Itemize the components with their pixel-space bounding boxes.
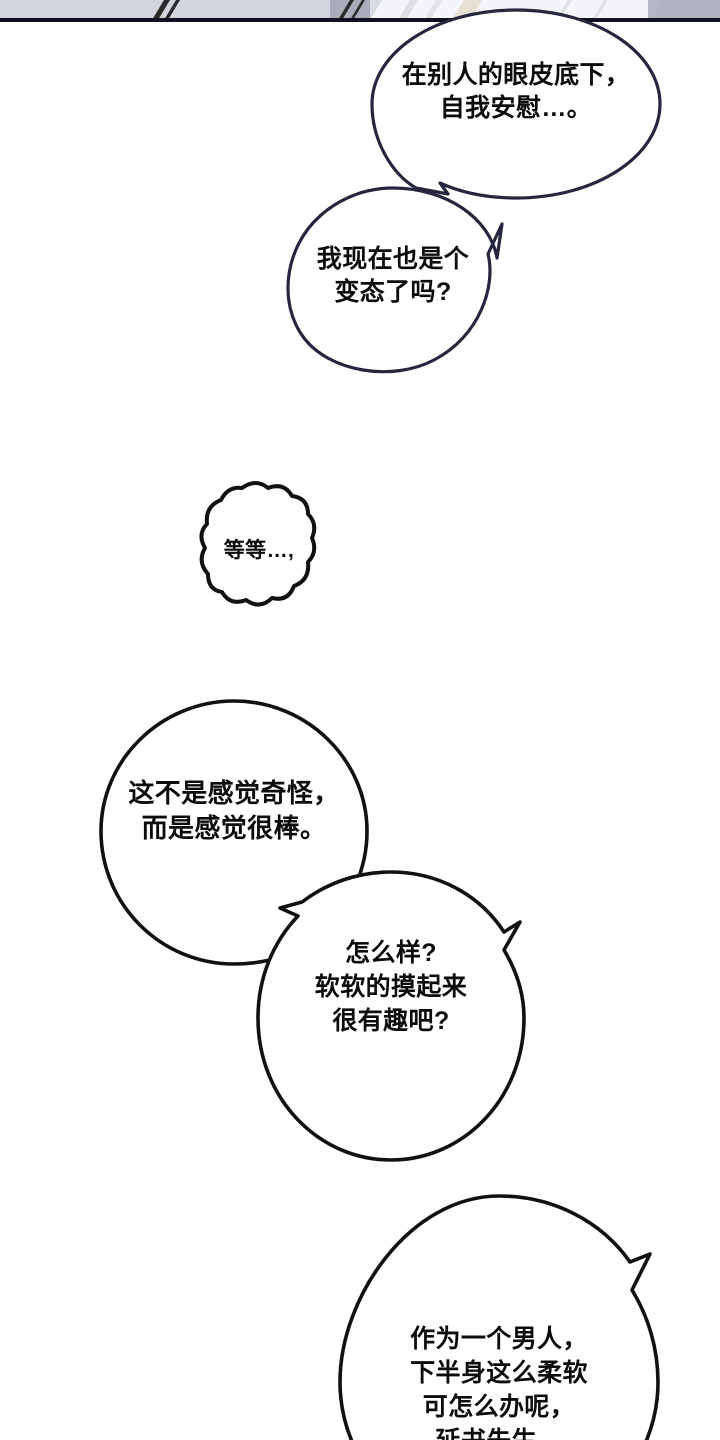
thought-bubble-3: 等等…, — [198, 480, 320, 622]
speech-bubble-5: 怎么样? 软软的摸起来 很有趣吧? — [252, 868, 530, 1164]
speech-bubble-1: 在别人的眼皮底下， 自我安慰…。 — [370, 8, 662, 204]
speech-bubble-6: 作为一个男人， 下半身这么柔软 可怎么办呢， 延书先生。 — [336, 1192, 662, 1440]
speech-bubble-2: 我现在也是个 变态了吗? — [282, 186, 504, 376]
